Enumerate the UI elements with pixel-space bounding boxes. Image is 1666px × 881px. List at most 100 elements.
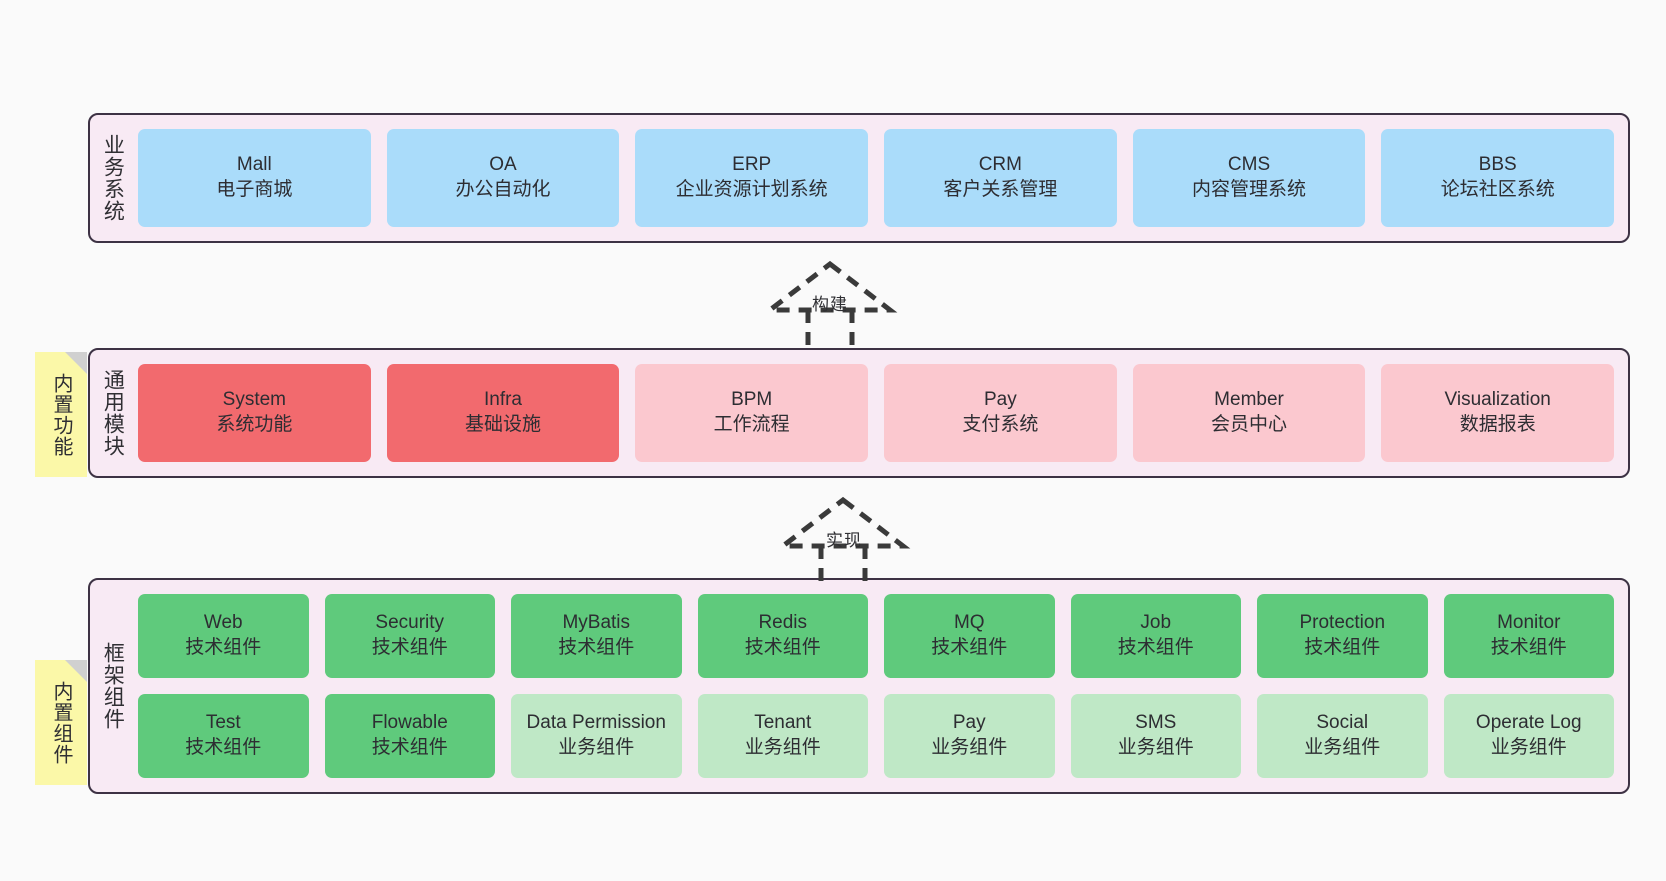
card-title: BPM xyxy=(731,389,773,411)
card-bbs[interactable]: BBS 论坛社区系统 xyxy=(1381,129,1615,227)
layer-framework-component: 框架组件 Web 技术组件 Security 技术组件 MyBatis 技术组件… xyxy=(88,578,1630,794)
card-title: Test xyxy=(205,712,241,734)
layer-title-common-module: 通用模块 xyxy=(101,369,125,457)
note-label: 内置功能 xyxy=(50,372,72,457)
card-subtitle: 技术组件 xyxy=(185,637,262,658)
card-row: Test 技术组件 Flowable 技术组件 Data Permission … xyxy=(138,694,1614,778)
card-subtitle: 支付系统 xyxy=(962,414,1039,435)
card-title: Web xyxy=(203,612,243,634)
card-infra[interactable]: Infra 基础设施 xyxy=(386,364,620,462)
card-title: Social xyxy=(1316,712,1369,734)
card-subtitle: 技术组件 xyxy=(558,637,635,658)
card-subtitle: 工作流程 xyxy=(713,414,790,435)
card-subtitle: 基础设施 xyxy=(465,414,542,435)
card-subtitle: 办公自动化 xyxy=(455,179,551,200)
card-subtitle: 业务组件 xyxy=(931,737,1008,758)
card-pay-module[interactable]: Pay 支付系统 xyxy=(884,364,1117,462)
card-subtitle: 技术组件 xyxy=(1117,637,1194,658)
card-tenant[interactable]: Tenant 业务组件 xyxy=(697,694,868,778)
note-fold-corner xyxy=(65,660,87,682)
card-redis[interactable]: Redis 技术组件 xyxy=(697,594,868,678)
card-mq[interactable]: MQ 技术组件 xyxy=(884,594,1055,678)
card-crm[interactable]: CRM 客户关系管理 xyxy=(884,129,1117,227)
card-title: MQ xyxy=(953,612,985,634)
card-sms[interactable]: SMS 业务组件 xyxy=(1070,694,1241,778)
card-subtitle: 业务组件 xyxy=(1304,737,1381,758)
note-builtin-function: 内置功能 xyxy=(35,352,87,477)
card-title: SMS xyxy=(1135,712,1177,734)
card-operate-log[interactable]: Operate Log 业务组件 xyxy=(1443,694,1614,778)
card-title: Operate Log xyxy=(1475,712,1582,734)
layer-title-framework-component: 框架组件 xyxy=(101,642,125,730)
card-title: CRM xyxy=(978,154,1022,176)
card-bpm[interactable]: BPM 工作流程 xyxy=(635,364,869,462)
card-subtitle: 技术组件 xyxy=(931,637,1008,658)
card-title: CMS xyxy=(1227,154,1271,176)
card-title: Member xyxy=(1214,389,1284,411)
card-title: Tenant xyxy=(754,712,812,734)
card-title: Security xyxy=(375,612,445,634)
card-subtitle: 业务组件 xyxy=(558,737,635,758)
layer-body-business-system: Mall 电子商城 OA 办公自动化 ERP 企业资源计划系统 CRM 客户关系… xyxy=(134,115,1628,241)
card-row: System 系统功能 Infra 基础设施 BPM 工作流程 Pay 支付系统… xyxy=(138,364,1615,462)
card-subtitle: 技术组件 xyxy=(371,637,448,658)
card-erp[interactable]: ERP 企业资源计划系统 xyxy=(635,129,869,227)
card-subtitle: 业务组件 xyxy=(744,737,821,758)
card-subtitle: 技术组件 xyxy=(1304,637,1381,658)
card-test[interactable]: Test 技术组件 xyxy=(138,694,309,778)
card-mall[interactable]: Mall 电子商城 xyxy=(138,129,371,227)
card-subtitle: 系统功能 xyxy=(216,414,293,435)
card-subtitle: 电子商城 xyxy=(216,179,293,200)
card-title: System xyxy=(222,389,287,411)
layer-body-framework-component: Web 技术组件 Security 技术组件 MyBatis 技术组件 Redi… xyxy=(134,580,1628,792)
card-monitor[interactable]: Monitor 技术组件 xyxy=(1443,594,1614,678)
layer-common-module: 通用模块 System 系统功能 Infra 基础设施 BPM 工作流程 Pay… xyxy=(88,348,1630,478)
connector-implement-label: 实现 xyxy=(826,531,862,550)
card-subtitle: 技术组件 xyxy=(744,637,821,658)
note-label: 内置组件 xyxy=(50,680,72,765)
note-builtin-component: 内置组件 xyxy=(35,660,87,785)
card-title: Pay xyxy=(983,389,1017,411)
card-flowable[interactable]: Flowable 技术组件 xyxy=(324,694,495,778)
card-cms[interactable]: CMS 内容管理系统 xyxy=(1132,129,1366,227)
layer-business-system: 业务系统 Mall 电子商城 OA 办公自动化 ERP 企业资源计划系统 CRM… xyxy=(88,113,1630,243)
card-title: Flowable xyxy=(371,712,448,734)
card-title: Protection xyxy=(1299,612,1386,634)
card-subtitle: 客户关系管理 xyxy=(943,179,1058,200)
card-subtitle: 技术组件 xyxy=(371,737,448,758)
card-subtitle: 论坛社区系统 xyxy=(1440,179,1555,200)
card-web[interactable]: Web 技术组件 xyxy=(138,594,309,678)
card-row: Mall 电子商城 OA 办公自动化 ERP 企业资源计划系统 CRM 客户关系… xyxy=(138,129,1615,227)
card-pay-component[interactable]: Pay 业务组件 xyxy=(884,694,1055,778)
card-title: OA xyxy=(489,154,517,176)
card-title: Pay xyxy=(952,712,986,734)
card-title: Mall xyxy=(236,154,272,176)
card-job[interactable]: Job 技术组件 xyxy=(1070,594,1241,678)
card-subtitle: 会员中心 xyxy=(1211,414,1288,435)
card-mybatis[interactable]: MyBatis 技术组件 xyxy=(511,594,682,678)
card-data-permission[interactable]: Data Permission 业务组件 xyxy=(511,694,682,778)
card-security[interactable]: Security 技术组件 xyxy=(324,594,495,678)
card-title: BBS xyxy=(1478,154,1517,176)
card-title: MyBatis xyxy=(562,612,631,634)
card-row: Web 技术组件 Security 技术组件 MyBatis 技术组件 Redi… xyxy=(138,594,1614,678)
card-oa[interactable]: OA 办公自动化 xyxy=(386,129,620,227)
card-subtitle: 内容管理系统 xyxy=(1192,179,1307,200)
card-subtitle: 数据报表 xyxy=(1459,414,1536,435)
card-title: Infra xyxy=(483,389,523,411)
card-subtitle: 企业资源计划系统 xyxy=(675,179,828,200)
layer-title-business-system: 业务系统 xyxy=(101,134,125,222)
card-title: Monitor xyxy=(1497,612,1561,634)
card-member[interactable]: Member 会员中心 xyxy=(1132,364,1366,462)
card-system[interactable]: System 系统功能 xyxy=(138,364,371,462)
connector-build-label: 构建 xyxy=(812,295,848,314)
card-title: Visualization xyxy=(1444,389,1551,411)
card-social[interactable]: Social 业务组件 xyxy=(1257,694,1428,778)
card-visualization[interactable]: Visualization 数据报表 xyxy=(1381,364,1615,462)
card-subtitle: 技术组件 xyxy=(185,737,262,758)
note-fold-corner xyxy=(65,352,87,374)
card-title: ERP xyxy=(732,154,772,176)
card-subtitle: 技术组件 xyxy=(1490,637,1567,658)
card-protection[interactable]: Protection 技术组件 xyxy=(1257,594,1428,678)
